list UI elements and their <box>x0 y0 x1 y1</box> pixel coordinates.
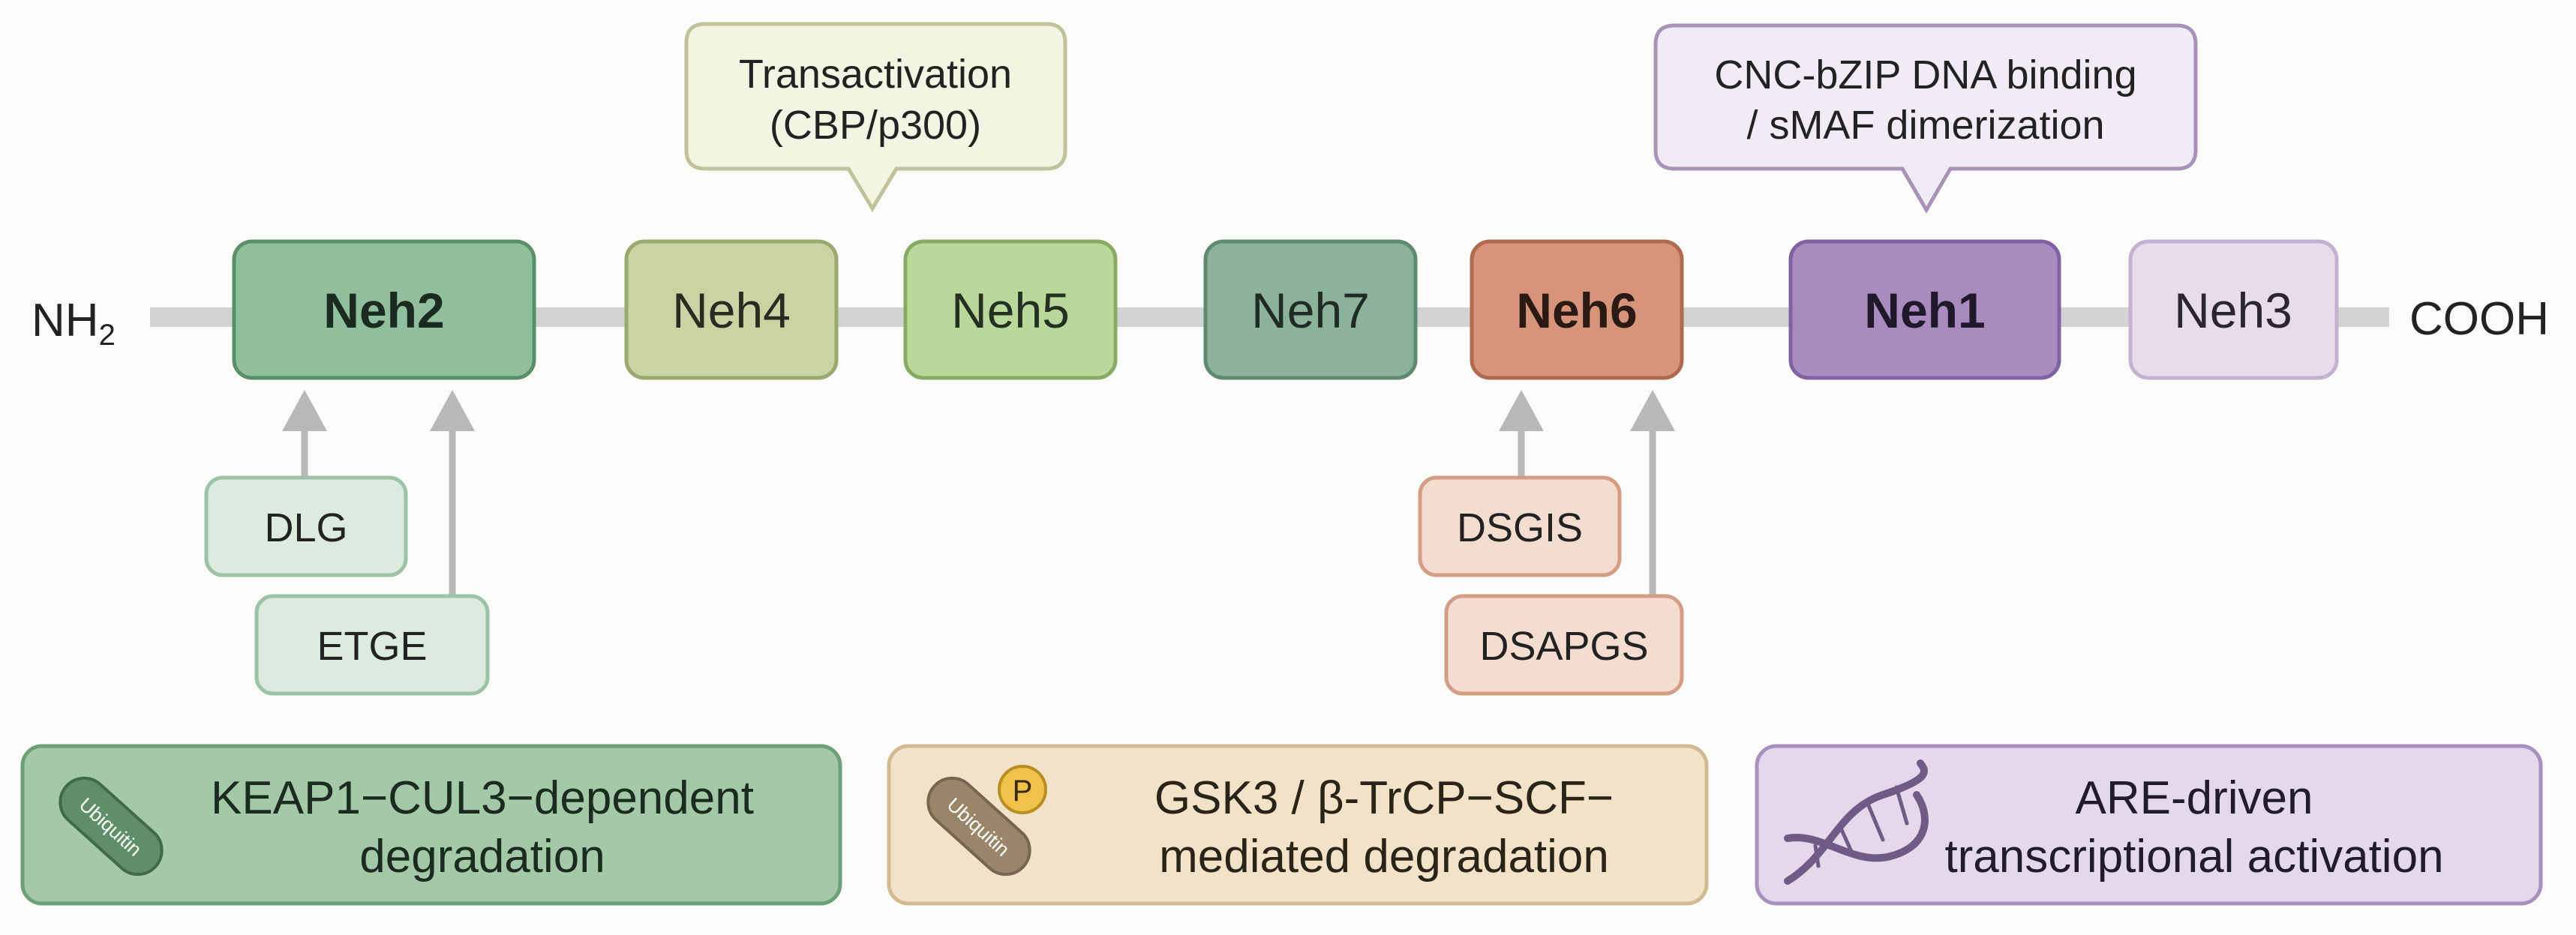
arrow-dlg-head <box>282 390 327 431</box>
outcome-are-box <box>1755 744 2543 906</box>
domain-neh5-label: Neh5 <box>951 283 1070 338</box>
arrow-dsapgs-head <box>1630 390 1675 431</box>
motif-dsapgs-label: DSAPGS <box>1479 624 1648 669</box>
domain-neh7-box <box>1203 239 1418 380</box>
c-terminus-label: COOH <box>2409 293 2549 345</box>
n-terminus-subscript: 2 <box>99 319 116 352</box>
outcome-keap1-line1: KEAP1−CUL3−dependent <box>211 772 754 824</box>
ubiquitin-pill <box>59 776 164 877</box>
phosphate-icon: P <box>998 765 1047 814</box>
motif-dsapgs: DSAPGS <box>1444 594 1684 696</box>
outcome-keap1-box <box>20 744 842 906</box>
motif-dlg-box <box>204 475 408 577</box>
outcome-keap1-line2: degradation <box>359 831 605 883</box>
domain-neh2-label: Neh2 <box>323 283 444 338</box>
domain-neh3-box <box>2128 239 2339 380</box>
outcome-gsk3-box <box>887 744 1709 906</box>
dna-rung <box>1866 802 1885 842</box>
phosphate-label: P <box>1013 775 1033 808</box>
callout-cnc-bzip: CNC-bZIP DNA binding / sMAF dimerization <box>1653 23 2198 214</box>
phosphate-circle <box>998 765 1047 814</box>
motif-etge-label: ETGE <box>317 624 427 669</box>
arrow-etge-head <box>430 390 475 431</box>
dna-helix-icon <box>1784 760 1929 885</box>
ubiquitin-pill <box>926 776 1031 877</box>
outcome-gsk3-line1: GSK3 / β-TrCP−SCF− <box>1154 772 1614 824</box>
dna-rung <box>1837 823 1855 857</box>
motif-etge-box <box>254 594 490 696</box>
domain-neh4-label: Neh4 <box>672 283 791 338</box>
motif-dsgis: DSGIS <box>1418 475 1622 577</box>
motif-dsapgs-box <box>1444 594 1684 696</box>
dna-rung <box>1813 844 1821 868</box>
callout-cnc-bzip-line1: CNC-bZIP DNA binding <box>1714 52 2136 97</box>
outcome-are-line1: ARE-driven <box>2076 772 2313 824</box>
motif-dlg: DLG <box>204 475 408 577</box>
motif-etge: ETGE <box>254 594 490 696</box>
callout-transactivation-line1: Transactivation <box>739 52 1012 97</box>
outcome-are-line2: transcriptional activation <box>1944 831 2443 883</box>
domain-neh7: Neh7 <box>1203 239 1418 380</box>
dna-rung <box>1894 785 1909 826</box>
domain-neh3-label: Neh3 <box>2174 283 2292 338</box>
motif-dlg-label: DLG <box>264 505 347 550</box>
outcome-are: ARE-driven transcriptional activation <box>1755 744 2543 906</box>
n-terminus-label: NH2 <box>32 295 116 352</box>
domain-neh4-box <box>624 239 839 380</box>
motif-dsgis-label: DSGIS <box>1457 505 1583 550</box>
domain-neh2: Neh2 <box>232 239 536 380</box>
domain-neh5: Neh5 <box>903 239 1118 380</box>
domain-neh4: Neh4 <box>624 239 839 380</box>
domain-neh2-box <box>232 239 536 380</box>
callout-cnc-bzip-bubble <box>1653 23 2198 214</box>
callout-transactivation-bubble <box>684 22 1067 212</box>
callout-transactivation-line2: (CBP/p300) <box>770 103 981 148</box>
callout-cnc-bzip-line2: / sMAF dimerization <box>1746 103 2104 148</box>
domain-neh1: Neh1 <box>1788 239 2061 380</box>
domain-neh1-label: Neh1 <box>1864 283 1985 338</box>
dna-strand-b <box>1784 791 1929 862</box>
motif-arrows <box>282 390 1675 596</box>
domain-neh7-label: Neh7 <box>1251 283 1370 338</box>
domain-neh5-box <box>903 239 1118 380</box>
domain-neh1-box <box>1788 239 2061 380</box>
outcome-keap1: Ubiquitin KEAP1−CUL3−dependent degradati… <box>20 744 842 906</box>
callout-transactivation: Transactivation (CBP/p300) <box>684 22 1067 212</box>
domain-neh6: Neh6 <box>1470 239 1684 380</box>
outcome-gsk3: Ubiquitin P GSK3 / β-TrCP−SCF− mediated … <box>887 744 1709 906</box>
domain-neh6-box <box>1470 239 1684 380</box>
domain-neh6-label: Neh6 <box>1516 283 1637 338</box>
outcome-gsk3-line2: mediated degradation <box>1159 831 1609 883</box>
motif-dsgis-box <box>1418 475 1622 577</box>
arrow-dsgis-head <box>1499 390 1544 431</box>
domain-neh3: Neh3 <box>2128 239 2339 380</box>
